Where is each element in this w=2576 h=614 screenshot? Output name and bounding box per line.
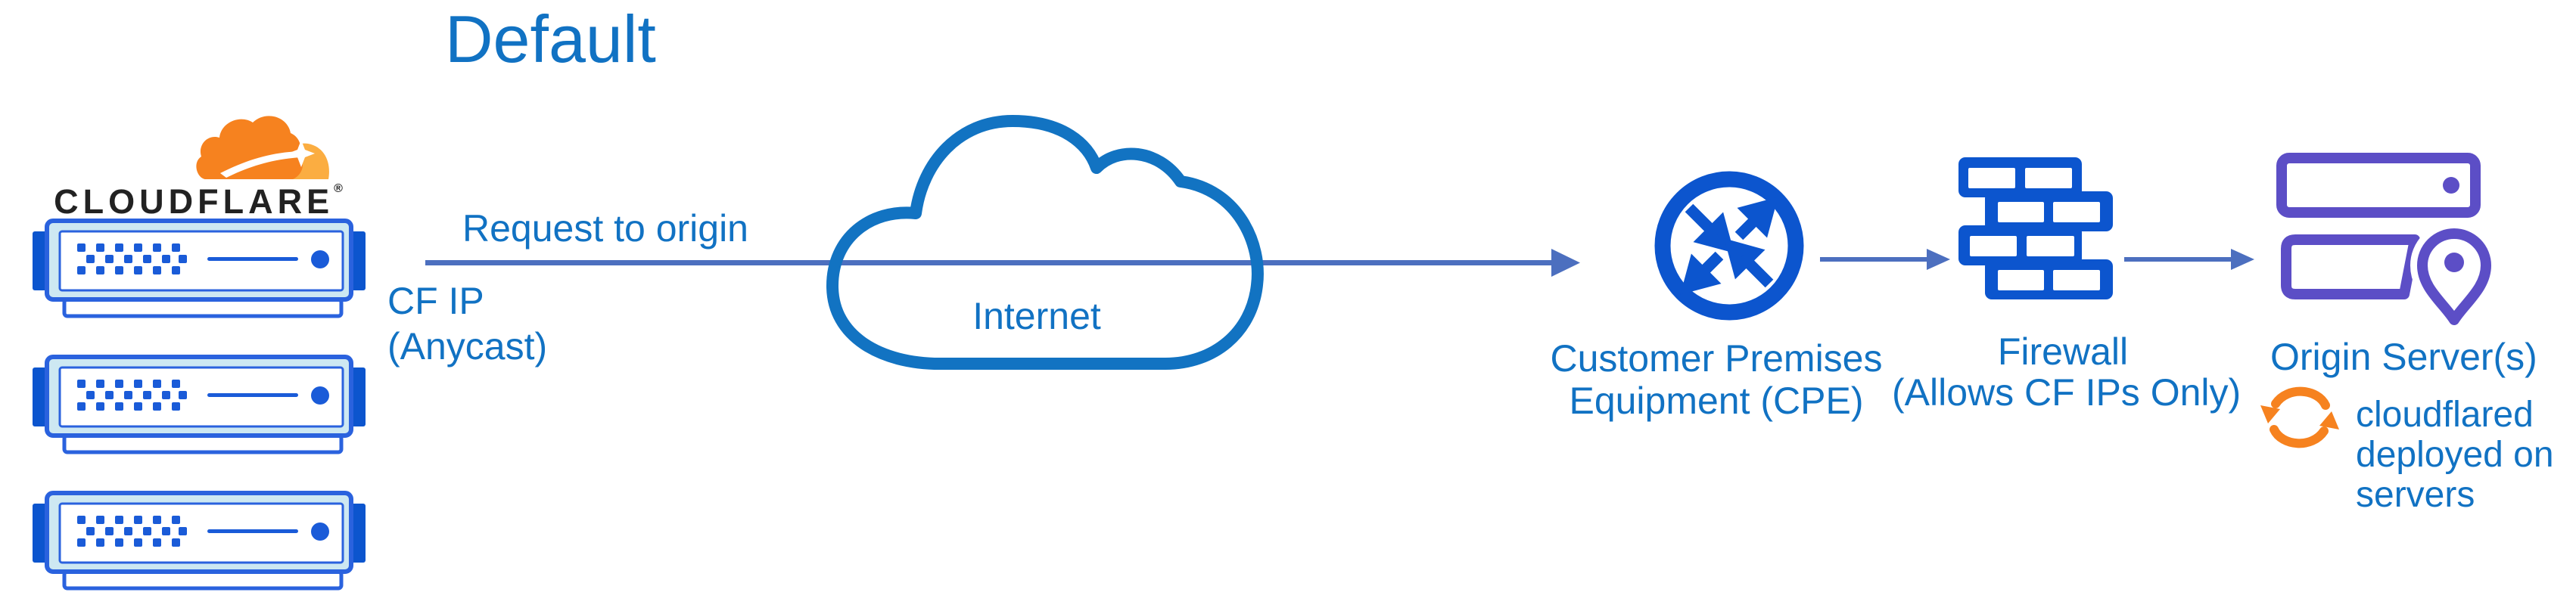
cloudflare-wordmark: CLOUDFLARE® (45, 182, 351, 222)
origin-servers-label: Origin Server(s) (2270, 336, 2537, 378)
cf-ip-line2: (Anycast) (387, 325, 548, 367)
cf-ip-anycast-label: CF IP (Anycast) (387, 278, 547, 369)
cloudflared-note-label: cloudflared deployed on servers (2356, 395, 2554, 515)
cpe-label: Customer Premises Equipment (CPE) (1550, 337, 1883, 422)
request-to-origin-label: Request to origin (462, 207, 748, 250)
cloudflared-line2: deployed on (2356, 435, 2554, 475)
origin-servers-location-pin-icon (2276, 153, 2498, 332)
cloudflare-edge-server-icon (33, 219, 366, 318)
cloudflare-logo-cloud-icon (196, 116, 329, 179)
diagram-title: Default (445, 2, 656, 76)
cpe-to-firewall-arrow (1820, 249, 1950, 270)
internet-label: Internet (972, 295, 1101, 337)
cloudflared-sync-arrows-icon (2260, 386, 2339, 448)
cpe-label-line2: Equipment (CPE) (1569, 380, 1864, 422)
firewall-label-line1: Firewall (1997, 330, 2129, 373)
request-arrow (425, 249, 1580, 277)
cpe-router-arrows-icon (1654, 171, 1804, 321)
firewall-to-origin-arrow (2124, 249, 2254, 270)
cloudflare-wordmark-text: CLOUDFLARE (54, 182, 334, 221)
firewall-label-line2: (Allows CF IPs Only) (1892, 371, 2242, 414)
internet-cloud-icon (826, 115, 1264, 370)
firewall-brick-wall-icon (1958, 157, 2113, 299)
firewall-label: Firewall (Allows CF IPs Only) (1892, 330, 2242, 414)
cloudflared-line1: cloudflared (2356, 395, 2534, 435)
cf-ip-line1: CF IP (387, 280, 484, 322)
cpe-label-line1: Customer Premises (1550, 337, 1883, 380)
registered-trademark: ® (334, 182, 343, 195)
cloudflare-edge-server-icon (33, 491, 366, 591)
cloudflared-line3: servers (2356, 475, 2475, 515)
cloudflare-edge-server-icon (33, 355, 366, 454)
